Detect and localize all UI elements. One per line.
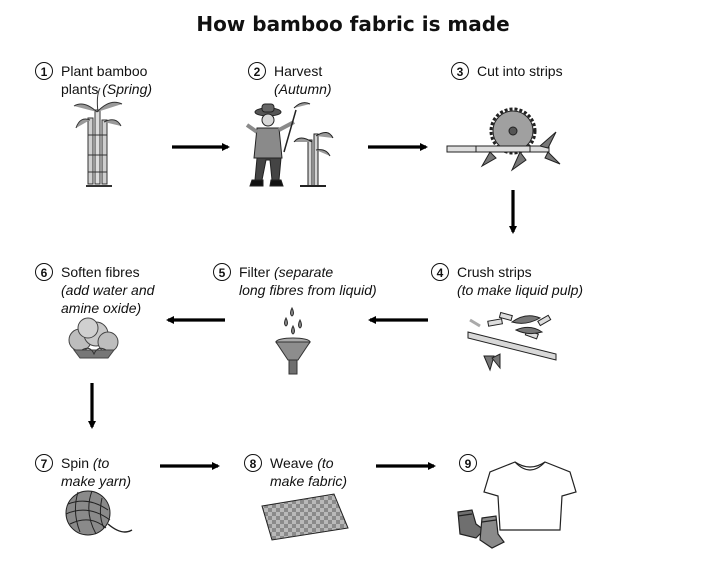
diagram-title: How bamboo fabric is made [196,12,510,36]
fabric-icon [261,493,349,541]
step-4-label: 4 Crush strips (to make liquid pulp) [431,263,583,299]
step-7-label: 7 Spin (to make yarn) [35,454,131,490]
step-5-label: 5 Filter (separate long fibres from liqu… [213,263,377,299]
step-number: 4 [431,263,449,281]
yarn-ball-icon [65,490,133,536]
funnel-icon [275,306,311,375]
crushed-strips-icon [467,311,557,372]
step-8-label: 8 Weave (to make fabric) [244,454,347,490]
step-number: 2 [248,62,266,80]
flow-arrows [88,143,517,470]
step-1-label: 1 Plant bamboo plants (Spring) [35,62,152,98]
step-number: 9 [459,454,477,472]
step-number: 7 [35,454,53,472]
tshirt-socks-icon [457,461,577,549]
saw-icon [446,107,561,172]
step-number: 8 [244,454,262,472]
harvester-icon [245,102,334,187]
step-2-label: 2 Harvest (Autumn) [248,62,332,98]
step-number: 1 [35,62,53,80]
step-number: 3 [451,62,469,80]
step-9-label: 9 [459,454,485,472]
step-number: 6 [35,263,53,281]
bamboo-plant-icon [73,87,123,187]
step-6-label: 6 Soften fibres (add water and amine oxi… [35,263,154,317]
step-number: 5 [213,263,231,281]
cotton-ball-icon [68,317,119,359]
step-3-label: 3 Cut into strips [451,62,563,80]
